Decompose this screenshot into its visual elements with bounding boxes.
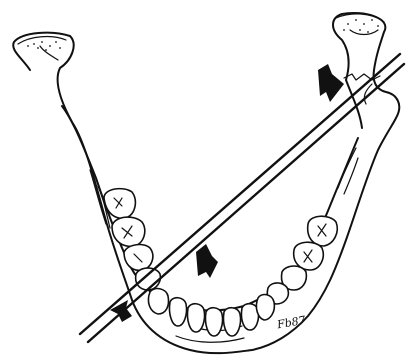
- incisor-tooth: [205, 308, 222, 336]
- left-condyle-texture: [27, 41, 61, 51]
- right-condyle-texture: [343, 19, 379, 33]
- incisor-tooth: [148, 289, 168, 314]
- upper-right-arrow-icon: [318, 64, 344, 102]
- canine-tooth: [256, 295, 274, 320]
- mandible-outline: [13, 13, 399, 353]
- middle-arrow-icon: [196, 244, 218, 278]
- right-condyle: [336, 14, 384, 35]
- left-condyle: [18, 37, 66, 60]
- bone-shading-right: [338, 148, 358, 194]
- premolar-tooth: [136, 268, 161, 290]
- right-molars: [267, 216, 337, 304]
- incisor-tooth: [169, 298, 186, 326]
- incisor-tooth: [223, 308, 240, 336]
- front-teeth: [148, 289, 274, 336]
- molar-tooth: [124, 245, 153, 271]
- incisor-tooth: [187, 304, 204, 332]
